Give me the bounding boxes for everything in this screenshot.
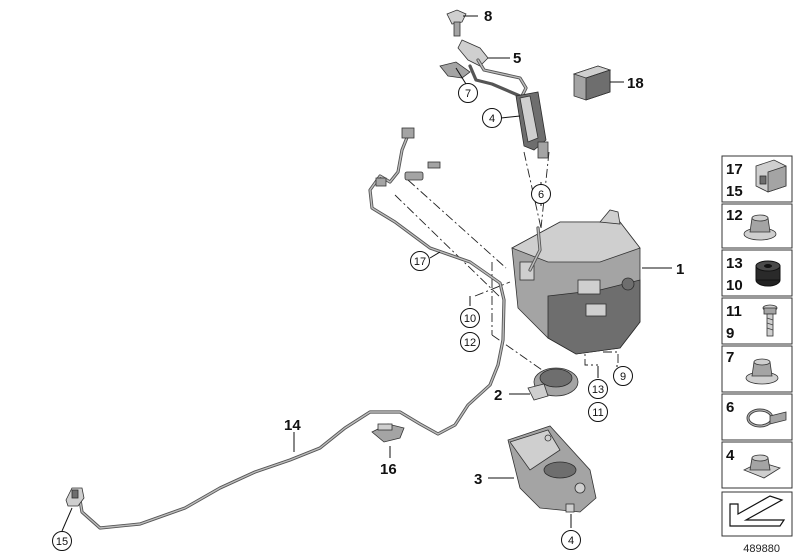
circled-callout-17: 17 [410,251,430,271]
panel-nut: 12 [721,203,793,249]
hose-clip [375,177,387,187]
callout-labels: 8 5 18 1 2 3 14 16 [284,8,684,488]
control-box-18 [572,65,612,101]
callout-14: 14 [284,417,301,434]
hose-clamp-icon [746,408,787,428]
svg-text:11: 11 [726,303,742,320]
svg-text:7: 7 [726,349,734,366]
clip-icon [755,159,787,193]
circled-callout-13: 13 [588,379,608,399]
svg-text:13: 13 [592,384,604,396]
svg-text:11: 11 [592,407,603,419]
hose-connector-15 [65,487,85,507]
spring-nut-icon [745,358,779,385]
circled-callout-15: 15 [52,531,72,551]
screw-icon [762,304,778,337]
circled-callout-9: 9 [613,366,633,386]
circled-callouts: 7 4 6 17 10 12 9 13 [52,83,633,551]
callout-5: 5 [513,50,521,67]
svg-text:4: 4 [489,113,495,125]
svg-text:12: 12 [464,337,476,349]
circled-callout-10: 10 [460,308,480,328]
svg-text:15: 15 [56,536,68,548]
circled-callout-7: 7 [458,83,478,103]
panel-screw: 11 9 [721,297,793,345]
arrow-icon [729,495,786,527]
panel-arrow [721,491,793,537]
circled-callout-4-top: 4 [482,108,502,128]
svg-text:7: 7 [465,88,471,100]
svg-text:4: 4 [726,447,735,464]
callout-2: 2 [494,387,502,404]
svg-text:9: 9 [726,325,734,342]
filler-neck-assembly [439,9,549,159]
hose-coupling [404,171,424,181]
callout-16: 16 [380,461,397,478]
svg-text:17: 17 [726,161,743,178]
svg-text:12: 12 [726,207,743,224]
panel-clip: 17 15 [721,155,793,203]
svg-text:6: 6 [726,399,734,416]
svg-text:13: 13 [726,255,743,272]
tank-1 [511,209,641,355]
svg-text:10: 10 [464,313,476,325]
svg-text:15: 15 [726,183,743,200]
callout-8: 8 [484,8,492,25]
grommet-icon [755,260,781,287]
circled-callout-4-bottom: 4 [561,530,581,550]
svg-text:17: 17 [414,256,426,268]
svg-text:10: 10 [726,277,743,294]
hose-line [78,127,506,530]
callout-3: 3 [474,471,482,488]
hose-end-connector [401,127,415,139]
panel-spring-nut: 7 [721,345,793,393]
circled-callout-12: 12 [460,332,480,352]
fastener-panel: 17 15 12 13 10 [721,155,793,537]
callout-1: 1 [676,261,684,278]
square-nut-icon [743,454,781,479]
callout-18: 18 [627,75,644,92]
pump-module-2 [527,367,579,401]
panel-grommet: 13 10 [721,249,793,297]
svg-text:6: 6 [538,189,544,201]
panel-square-nut: 4 [721,441,793,489]
diagram-id: 489880 [743,543,780,555]
svg-text:4: 4 [568,535,574,547]
panel-hose-clamp: 6 [721,393,793,441]
circled-callout-6: 6 [531,184,551,204]
circled-callout-11: 11 [588,402,608,422]
nut-icon [743,214,777,241]
bracket-3 [507,425,597,513]
svg-text:9: 9 [620,371,626,383]
clip-16 [371,423,405,443]
hose-plug [427,161,441,169]
